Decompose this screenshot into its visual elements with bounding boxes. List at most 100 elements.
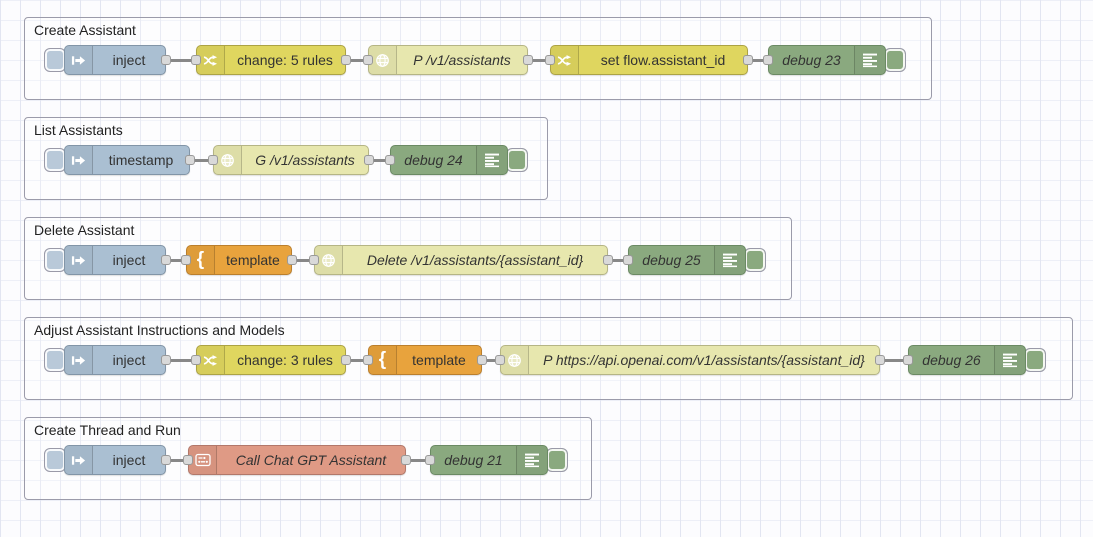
node-label: change: 5 rules bbox=[237, 52, 333, 68]
inject-button[interactable] bbox=[44, 148, 66, 172]
wire[interactable] bbox=[166, 258, 186, 262]
node-inject-2[interactable]: inject bbox=[64, 245, 166, 275]
debug-toggle-button[interactable] bbox=[1024, 348, 1046, 372]
node-debug-23[interactable]: debug 23 bbox=[768, 45, 886, 75]
node-inject-3[interactable]: inject bbox=[64, 345, 166, 375]
wire[interactable] bbox=[482, 358, 500, 362]
inject-arrow-icon bbox=[65, 246, 93, 274]
node-debug-21[interactable]: debug 21 bbox=[430, 445, 548, 475]
node-debug-25[interactable]: debug 25 bbox=[628, 245, 746, 275]
node-http-delete-assistant[interactable]: Delete /v1/assistants/{assistant_id} bbox=[314, 245, 608, 275]
debug-toggle-button[interactable] bbox=[744, 248, 766, 272]
input-port[interactable] bbox=[183, 455, 193, 465]
wire[interactable] bbox=[190, 158, 213, 162]
wire[interactable] bbox=[346, 58, 368, 62]
input-port[interactable] bbox=[495, 355, 505, 365]
wire[interactable] bbox=[346, 358, 368, 362]
debug-toggle-button[interactable] bbox=[546, 448, 568, 472]
inject-button[interactable] bbox=[44, 248, 66, 272]
node-change-5-rules[interactable]: change: 5 rules bbox=[196, 45, 346, 75]
input-port[interactable] bbox=[545, 55, 555, 65]
output-port[interactable] bbox=[161, 55, 171, 65]
debug-sidebar-icon bbox=[476, 146, 507, 174]
node-label: template bbox=[226, 252, 280, 268]
node-label: debug 25 bbox=[642, 252, 701, 268]
input-port[interactable] bbox=[363, 355, 373, 365]
node-debug-26[interactable]: debug 26 bbox=[908, 345, 1026, 375]
input-port[interactable] bbox=[191, 55, 201, 65]
inject-arrow-icon bbox=[65, 446, 93, 474]
globe-icon bbox=[315, 246, 343, 274]
inject-button[interactable] bbox=[44, 448, 66, 472]
node-set-flow-assistant-id[interactable]: set flow.assistant_id bbox=[550, 45, 748, 75]
output-port[interactable] bbox=[743, 55, 753, 65]
output-port[interactable] bbox=[161, 355, 171, 365]
input-port[interactable] bbox=[191, 355, 201, 365]
node-label: P https://api.openai.com/v1/assistants/{… bbox=[543, 352, 865, 368]
globe-icon bbox=[369, 46, 397, 74]
group-label: Delete Assistant bbox=[34, 222, 135, 238]
group-label: Adjust Assistant Instructions and Models bbox=[34, 322, 285, 338]
shuffle-icon bbox=[551, 46, 579, 74]
inject-button[interactable] bbox=[44, 48, 66, 72]
node-change-3-rules[interactable]: change: 3 rules bbox=[196, 345, 346, 375]
wire[interactable] bbox=[166, 458, 188, 462]
output-port[interactable] bbox=[161, 455, 171, 465]
output-port[interactable] bbox=[477, 355, 487, 365]
node-inject-4[interactable]: inject bbox=[64, 445, 166, 475]
wire[interactable] bbox=[608, 258, 628, 262]
node-call-chat-gpt-assistant[interactable]: Call Chat GPT Assistant bbox=[188, 445, 406, 475]
group-label: Create Thread and Run bbox=[34, 422, 181, 438]
node-label: template bbox=[412, 352, 466, 368]
input-port[interactable] bbox=[425, 455, 435, 465]
node-label: change: 3 rules bbox=[237, 352, 333, 368]
node-inject-1[interactable]: inject bbox=[64, 45, 166, 75]
inject-button[interactable] bbox=[44, 348, 66, 372]
node-http-post-assistants[interactable]: P /v1/assistants bbox=[368, 45, 528, 75]
shuffle-icon bbox=[197, 46, 225, 74]
wire[interactable] bbox=[369, 158, 390, 162]
node-debug-24[interactable]: debug 24 bbox=[390, 145, 508, 175]
output-port[interactable] bbox=[341, 55, 351, 65]
input-port[interactable] bbox=[903, 355, 913, 365]
node-template-2[interactable]: {template bbox=[368, 345, 482, 375]
wire[interactable] bbox=[748, 58, 768, 62]
curly-brace-icon: { bbox=[187, 246, 215, 274]
node-http-get-assistants[interactable]: G /v1/assistants bbox=[213, 145, 369, 175]
input-port[interactable] bbox=[385, 155, 395, 165]
wire[interactable] bbox=[528, 58, 550, 62]
debug-toggle-button[interactable] bbox=[506, 148, 528, 172]
wire[interactable] bbox=[166, 358, 196, 362]
output-port[interactable] bbox=[364, 155, 374, 165]
output-port[interactable] bbox=[341, 355, 351, 365]
input-port[interactable] bbox=[623, 255, 633, 265]
curly-brace-glyph: { bbox=[196, 248, 205, 270]
output-port[interactable] bbox=[523, 55, 533, 65]
output-port[interactable] bbox=[603, 255, 613, 265]
input-port[interactable] bbox=[181, 255, 191, 265]
wire[interactable] bbox=[292, 258, 314, 262]
subflow-icon bbox=[189, 446, 217, 474]
input-port[interactable] bbox=[309, 255, 319, 265]
output-port[interactable] bbox=[875, 355, 885, 365]
node-template-1[interactable]: { template bbox=[186, 245, 292, 275]
node-label: timestamp bbox=[108, 152, 174, 168]
debug-sidebar-icon bbox=[994, 346, 1025, 374]
debug-sidebar-icon bbox=[854, 46, 885, 74]
wire[interactable] bbox=[880, 358, 908, 362]
node-inject-timestamp[interactable]: timestamp bbox=[64, 145, 190, 175]
output-port[interactable] bbox=[401, 455, 411, 465]
input-port[interactable] bbox=[363, 55, 373, 65]
output-port[interactable] bbox=[161, 255, 171, 265]
node-label: debug 24 bbox=[404, 152, 463, 168]
node-label: inject bbox=[112, 252, 146, 268]
node-http-post-update-assistant[interactable]: P https://api.openai.com/v1/assistants/{… bbox=[500, 345, 880, 375]
output-port[interactable] bbox=[287, 255, 297, 265]
wire[interactable] bbox=[406, 458, 430, 462]
input-port[interactable] bbox=[763, 55, 773, 65]
debug-toggle-button[interactable] bbox=[884, 48, 906, 72]
output-port[interactable] bbox=[185, 155, 195, 165]
wire[interactable] bbox=[166, 58, 196, 62]
input-port[interactable] bbox=[208, 155, 218, 165]
